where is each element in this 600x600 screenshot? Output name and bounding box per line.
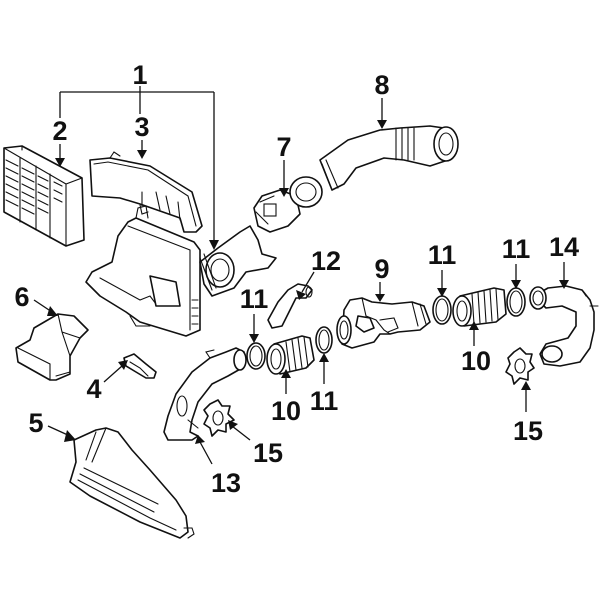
arrow-9 bbox=[375, 294, 385, 302]
vacuum-hose[interactable] bbox=[267, 283, 313, 329]
leader-15a bbox=[231, 425, 251, 441]
callout-1: 1 bbox=[132, 60, 147, 90]
arrow-3 bbox=[137, 150, 147, 159]
callout-6: 6 bbox=[14, 282, 29, 312]
hose-clamp-1[interactable] bbox=[246, 342, 266, 370]
callout-11-middle: 11 bbox=[428, 240, 457, 270]
arrow-4 bbox=[118, 360, 128, 370]
arrow-14 bbox=[559, 280, 569, 289]
arrow-15b bbox=[521, 381, 531, 390]
callout-3: 3 bbox=[134, 112, 149, 142]
callout-11-left: 11 bbox=[240, 284, 269, 314]
callout-5: 5 bbox=[28, 408, 43, 438]
intake-pipe-left[interactable] bbox=[163, 347, 247, 441]
arrow-15a bbox=[228, 420, 238, 430]
arrow-11b bbox=[319, 353, 329, 362]
arrow-11c bbox=[437, 288, 447, 297]
bracket[interactable] bbox=[123, 353, 157, 379]
gasket-left[interactable] bbox=[203, 399, 235, 437]
callout-9: 9 bbox=[374, 254, 389, 284]
hose-clamp-2[interactable] bbox=[315, 326, 333, 354]
leader-lines bbox=[33, 86, 569, 465]
arrow-10a bbox=[281, 369, 291, 378]
intake-bellows-left[interactable] bbox=[266, 335, 315, 375]
air-filter-element[interactable] bbox=[3, 145, 85, 247]
callout-14: 14 bbox=[549, 232, 579, 262]
callout-11-right: 11 bbox=[502, 234, 531, 264]
callout-11-lower: 11 bbox=[310, 386, 339, 416]
callout-15-right: 15 bbox=[513, 416, 543, 446]
arrow-12 bbox=[296, 290, 306, 300]
leader-4 bbox=[103, 365, 123, 383]
callout-13: 13 bbox=[211, 468, 241, 498]
hose-clamp-3[interactable] bbox=[432, 295, 452, 325]
air-inlet-duct[interactable] bbox=[15, 313, 89, 381]
callout-15-left: 15 bbox=[253, 438, 283, 468]
intake-resonator[interactable] bbox=[69, 427, 195, 539]
callout-4: 4 bbox=[86, 374, 101, 404]
arrow-11d bbox=[511, 280, 521, 289]
callout-10-right: 10 bbox=[461, 346, 491, 376]
arrow-6 bbox=[47, 306, 58, 316]
air-intake-hose[interactable] bbox=[319, 125, 459, 191]
leader-13 bbox=[199, 441, 213, 465]
gasket-right[interactable] bbox=[505, 347, 535, 385]
arrow-5 bbox=[64, 430, 76, 442]
arrow-8 bbox=[377, 120, 387, 129]
callout-7: 7 bbox=[276, 132, 291, 162]
arrow-10b bbox=[469, 321, 479, 330]
arrow-2 bbox=[55, 158, 65, 167]
callout-10-left: 10 bbox=[271, 396, 301, 426]
arrow-13 bbox=[195, 435, 205, 444]
callout-2: 2 bbox=[52, 116, 67, 146]
intake-bellows-right[interactable] bbox=[452, 287, 507, 327]
callout-8: 8 bbox=[374, 70, 389, 100]
arrow-7 bbox=[279, 188, 289, 197]
air-cleaner-lower-case[interactable] bbox=[85, 205, 277, 337]
arrow-11a bbox=[249, 334, 259, 343]
mass-air-flow-sensor[interactable] bbox=[253, 176, 323, 233]
leader-1 bbox=[59, 86, 215, 244]
air-cleaner-upper-cover[interactable] bbox=[89, 151, 203, 233]
arrow-1 bbox=[209, 240, 219, 250]
leader-12 bbox=[301, 271, 315, 293]
hose-clamp-4[interactable] bbox=[506, 287, 526, 317]
intake-pipe-right[interactable] bbox=[529, 285, 599, 367]
callout-12: 12 bbox=[311, 246, 341, 276]
callout-labels: 1 2 3 4 5 6 7 8 9 10 10 11 11 11 11 12 1… bbox=[14, 60, 579, 498]
throttle-body-tube[interactable] bbox=[336, 297, 431, 349]
